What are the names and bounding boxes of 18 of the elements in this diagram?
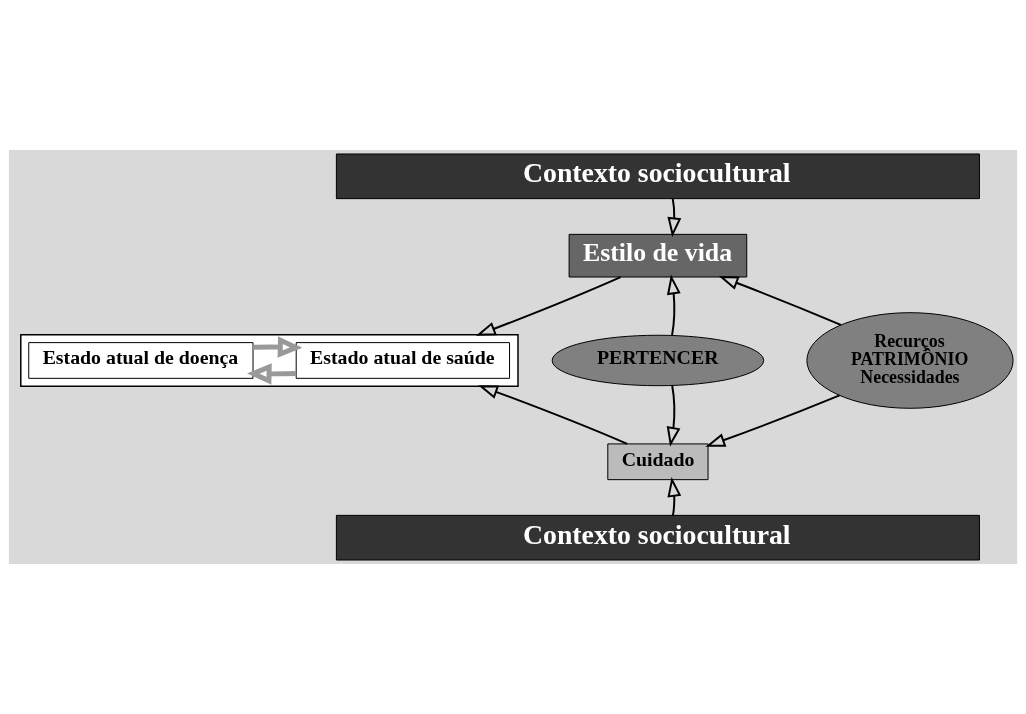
arrow (667, 476, 682, 517)
node-box: Estado atual de saúde (295, 342, 511, 379)
arrow (247, 363, 297, 385)
node-ellipse: Recurços PATRIMÔNIO Necessidades (806, 312, 1014, 409)
arrow (705, 394, 841, 447)
arrow (718, 276, 842, 326)
node-box: Contexto sociocultural (335, 514, 980, 561)
arrow (253, 336, 303, 358)
node-box: Estado atual de doença (28, 342, 254, 379)
arrow (666, 274, 681, 337)
node-box: Contexto sociocultural (335, 153, 980, 200)
arrow (666, 384, 681, 447)
arrow (475, 276, 622, 336)
node-box: Estilo de vida (568, 233, 748, 278)
node-ellipse: PERTENCER (551, 334, 765, 387)
arrow (667, 197, 682, 238)
node-box: Cuidado (607, 443, 709, 481)
arrow (478, 385, 629, 445)
